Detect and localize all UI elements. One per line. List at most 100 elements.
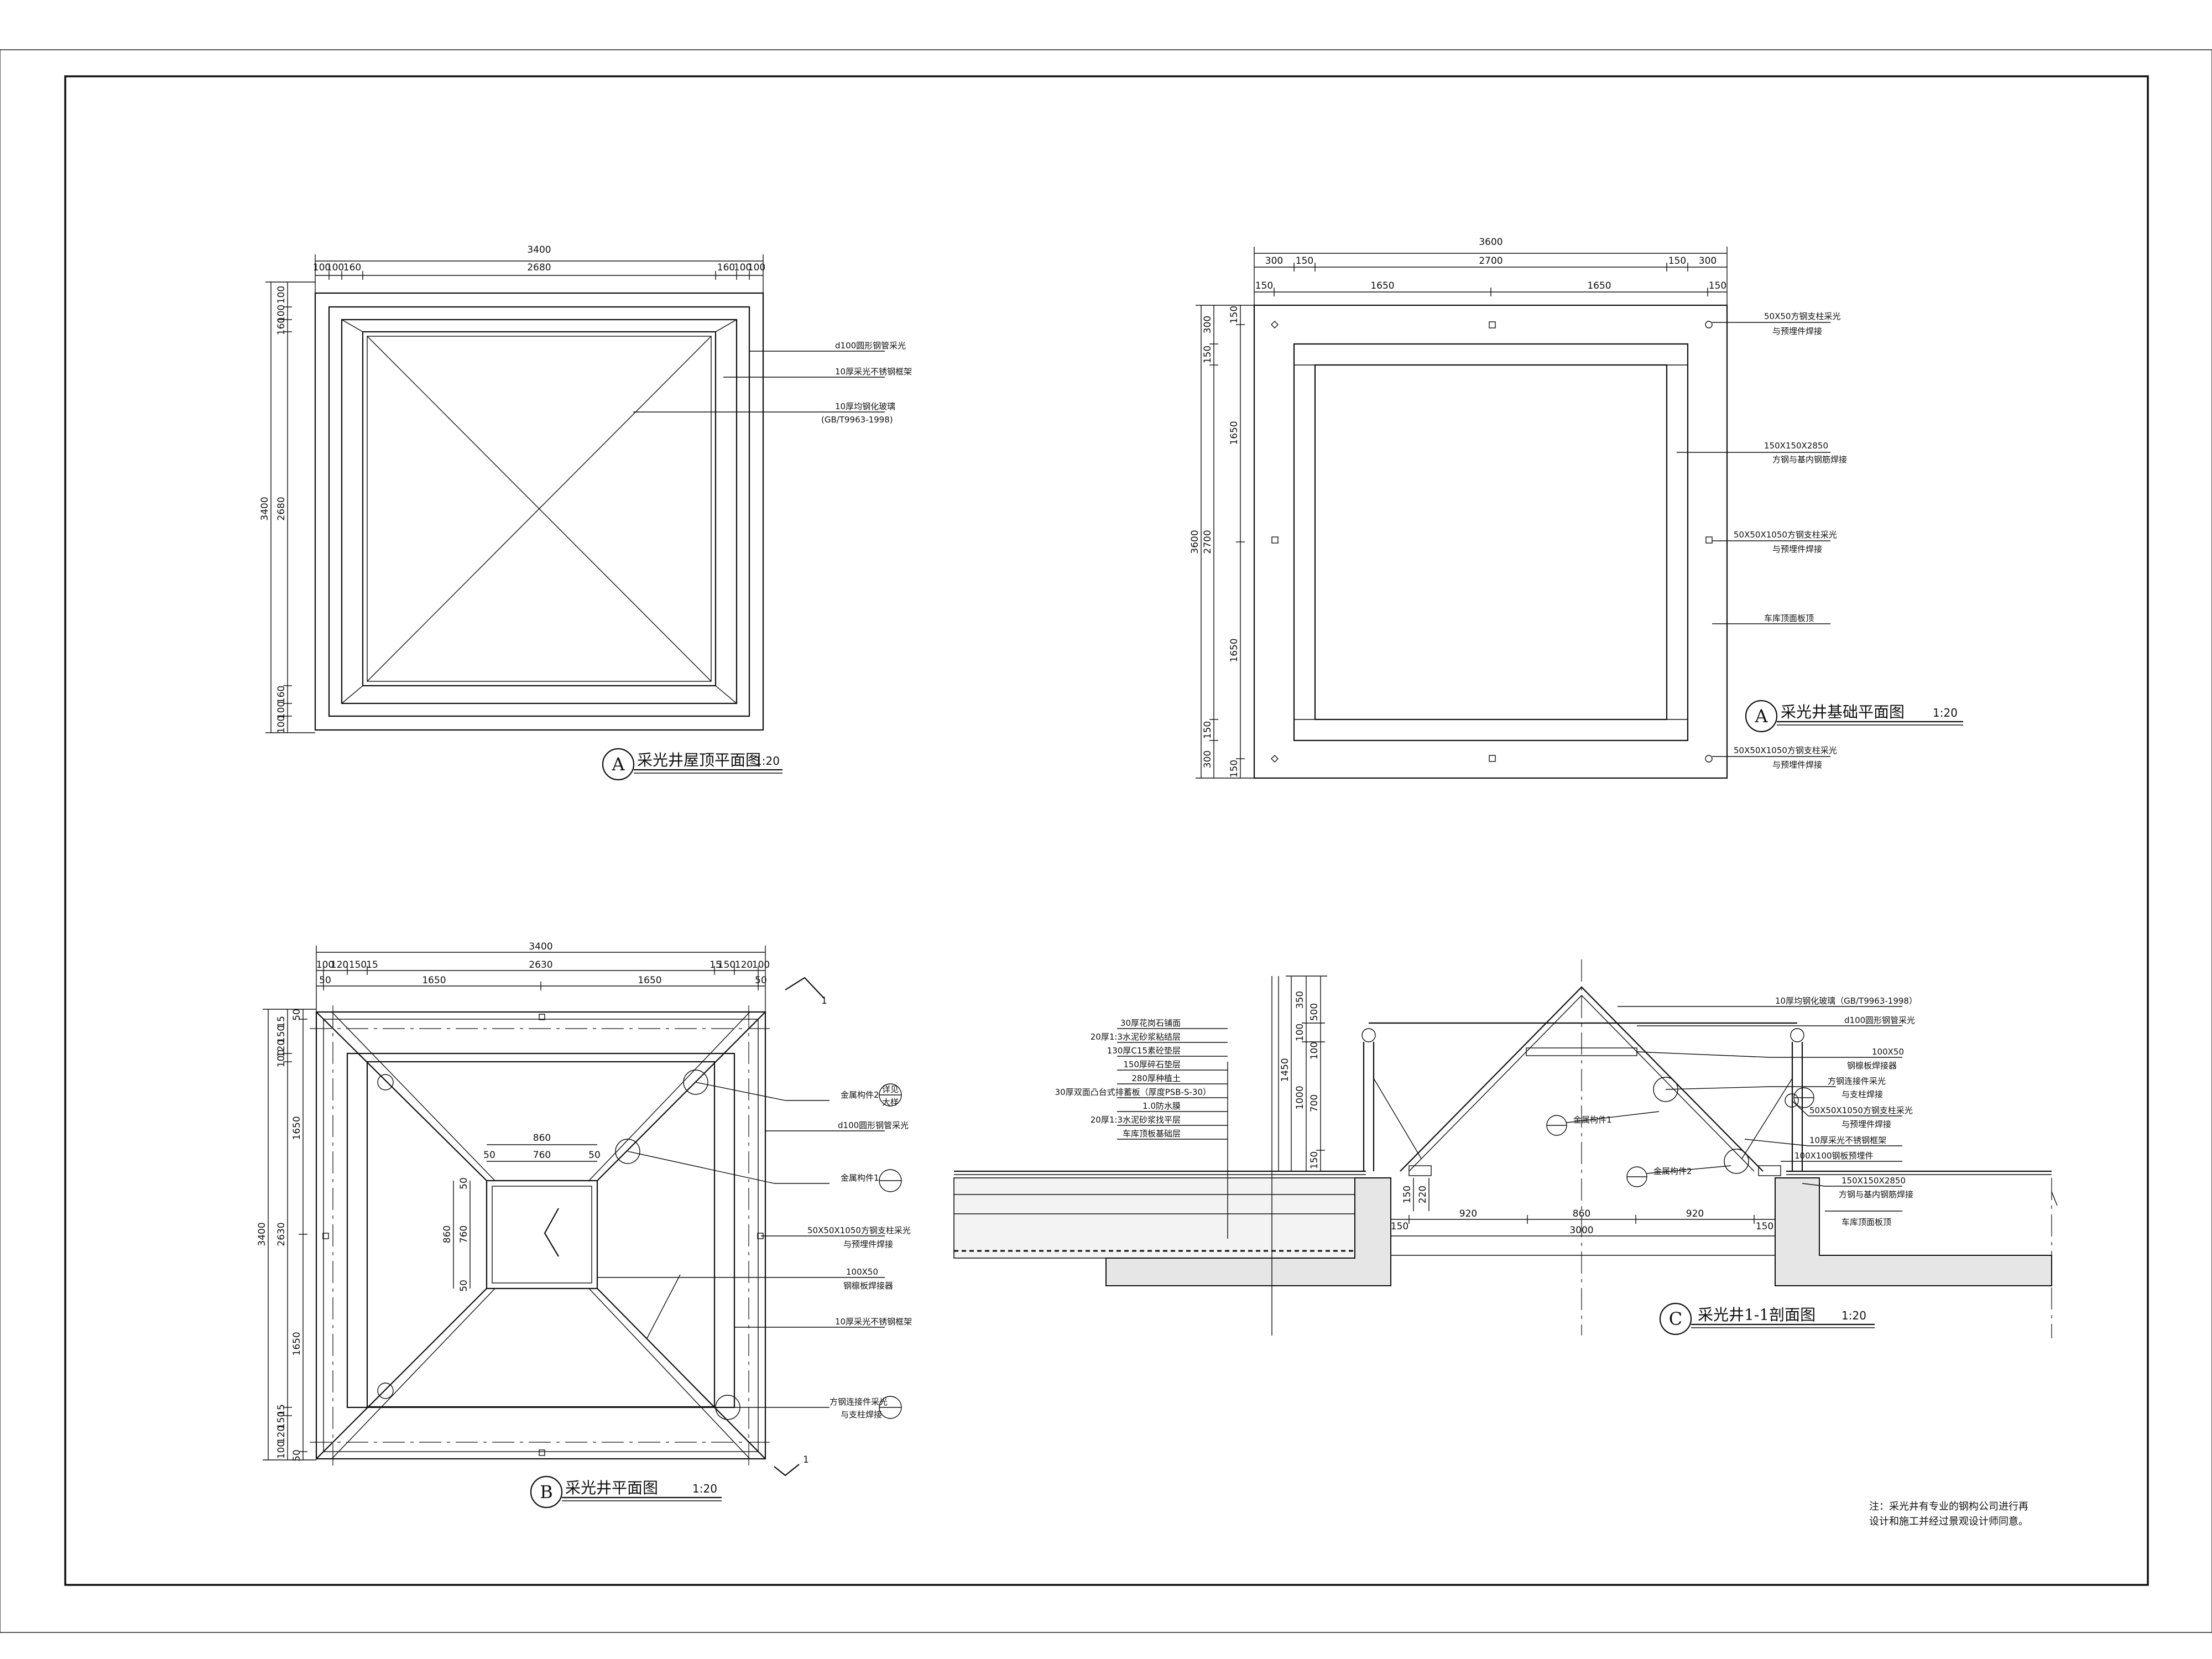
base-plan-text: 3600 300 150 2700 150 300 150 1650 1650 … — [1190, 237, 1958, 778]
planb-tag-detail-1: 详见 — [882, 1084, 899, 1094]
roof-dim-left-5: 160 — [276, 686, 287, 703]
base-note-2: 与预埋件焊接 — [1772, 326, 1822, 336]
sec-hdim-2: 920 — [1459, 1208, 1477, 1219]
sec-layer-1: 30厚花岗石铺面 — [1120, 1018, 1181, 1028]
sec-hdim-4: 920 — [1686, 1208, 1704, 1219]
roof-plan-text: 3400 100 100 160 2680 160 100 100 3400 1… — [259, 244, 912, 775]
footnote: 注：采光井有专业的钢构公司进行再 设计和施工并经过景观设计师同意。 — [1869, 1501, 2028, 1527]
base-dim-left-total: 3600 — [1190, 530, 1201, 554]
base-dim-top-a2: 150 — [1296, 255, 1313, 267]
sec-note-4: 钢檩板焊接器 — [1847, 1061, 1897, 1071]
section-c-drawing — [953, 959, 2058, 1338]
sec-layer-2: 20厚1:3水泥砂浆粘结层 — [1091, 1032, 1181, 1042]
planb-dim-left-a2: 150 — [276, 1025, 287, 1043]
roof-note-1: d100圆形钢管采光 — [835, 341, 906, 351]
planb-dim-left-a6: 15 — [276, 1404, 287, 1416]
planb-inner-dim-1: 860 — [533, 1133, 551, 1144]
roof-dim-top-1: 100 — [313, 262, 331, 273]
sec-vdim-1: 1450 — [1280, 1058, 1291, 1082]
sec-note-10: 100X100钢板预埋件 — [1794, 1151, 1874, 1161]
base-dim-left-a2: 150 — [1202, 346, 1213, 363]
planb-dim-left-b1: 50 — [291, 1009, 302, 1021]
sec-part-2: 金属构件2 — [1653, 1166, 1692, 1176]
planb-note-7: 钢檩板焊接器 — [843, 1281, 893, 1291]
planb-dim-left-b4: 50 — [291, 1449, 302, 1462]
roof-title: 采光井屋顶平面图 — [637, 751, 761, 769]
planb-inner-dim-7: 50 — [458, 1177, 469, 1190]
base-note-1: 50X50方钢支柱采光 — [1764, 311, 1840, 321]
planb-dim-top-b4: 50 — [755, 975, 767, 986]
base-dim-top-a4: 150 — [1668, 255, 1686, 267]
sec-note-7: 50X50X1050方钢支柱采光 — [1809, 1105, 1913, 1115]
planb-title: 采光井平面图 — [565, 1479, 658, 1497]
planb-note-1: 金属构件2 — [841, 1090, 879, 1100]
base-bubble: A — [1754, 706, 1768, 727]
base-dim-top-a3: 2700 — [1479, 255, 1503, 267]
roof-dim-top-7: 100 — [748, 262, 765, 273]
outer-frame — [0, 49, 2212, 1633]
footnote-line-2: 设计和施工并经过景观设计师同意。 — [1869, 1516, 2028, 1527]
planb-dim-top-b3: 1650 — [638, 975, 661, 986]
base-dim-left-a5: 300 — [1202, 750, 1213, 768]
planb-inner-dim-3: 50 — [483, 1150, 495, 1161]
planb-tag-detail-2: 大样 — [882, 1097, 899, 1107]
planb-section-mark-top: 1 — [821, 995, 827, 1006]
planb-note-6: 100X50 — [846, 1267, 878, 1277]
base-dim-top-b1: 150 — [1255, 280, 1273, 291]
roof-dim-top-5: 160 — [717, 262, 735, 273]
roof-dim-top-6: 100 — [734, 262, 752, 273]
planb-dim-left-total: 3400 — [257, 1222, 268, 1246]
sec-note-1: 10厚均钢化玻璃（GB/T9963-1998） — [1775, 996, 1917, 1006]
planb-dim-top-a1: 100 — [316, 959, 334, 971]
section-c-text: 30厚花岗石铺面 20厚1:3水泥砂浆粘结层 130厚C15素砼垫层 150厚碎… — [1055, 991, 1917, 1329]
base-scale: 1:20 — [1933, 706, 1958, 719]
planb-scale: 1:20 — [692, 1482, 717, 1495]
base-dim-left-a4: 150 — [1202, 721, 1213, 739]
planb-dim-left-a5: 2630 — [276, 1222, 287, 1246]
planb-inner-dim-4: 50 — [588, 1150, 601, 1161]
roof-plan-drawing — [265, 254, 885, 781]
plan-b-text: 3400 100 120 150 15 2630 15 150 120 100 … — [257, 941, 912, 1503]
roof-note-3: 10厚均钢化玻璃 — [835, 401, 895, 411]
sec-layer-8: 20厚1:3水泥砂浆找平层 — [1091, 1115, 1181, 1125]
sec-vdim-2: 1000 — [1295, 1086, 1306, 1109]
base-dim-top-b4: 150 — [1709, 280, 1726, 291]
roof-note-4: (GB/T9963-1998) — [821, 415, 893, 425]
planb-note-10: 与支柱焊接 — [841, 1410, 882, 1420]
roof-dim-top-3: 160 — [343, 262, 361, 273]
planb-dim-left-a7: 150 — [276, 1411, 287, 1429]
sec-note-5: 方钢连接件采光 — [1828, 1076, 1886, 1086]
planb-dim-top-b1: 50 — [319, 975, 331, 986]
roof-dim-top-4: 2680 — [527, 262, 551, 273]
sec-vdim-10: 220 — [1417, 1186, 1428, 1203]
planb-note-4: 50X50X1050方钢支柱采光 — [807, 1225, 911, 1235]
planb-bubble: B — [540, 1481, 553, 1503]
base-title: 采光井基础平面图 — [1781, 703, 1905, 721]
planb-dim-top-a9: 100 — [752, 959, 770, 971]
planb-inner-dim-5: 860 — [442, 1225, 453, 1243]
sec-part-1: 金属构件1 — [1573, 1115, 1612, 1125]
sec-note-9: 10厚采光不锈钢框架 — [1809, 1135, 1886, 1145]
planb-dim-left-a8: 120 — [276, 1426, 287, 1443]
base-plan-drawing — [1196, 247, 1963, 779]
roof-dim-left-1: 100 — [276, 286, 287, 304]
roof-dim-left-3: 160 — [276, 317, 287, 335]
planb-dim-top-a5: 2630 — [529, 959, 552, 971]
sec-hdim-5: 150 — [1756, 1221, 1773, 1232]
base-dim-left-b4: 150 — [1229, 760, 1240, 778]
sec-vdim-4: 350 — [1295, 991, 1306, 1009]
sec-note-6: 与支柱焊接 — [1841, 1089, 1883, 1099]
roof-dim-top-2: 100 — [326, 262, 344, 273]
sec-note-13: 车库顶面板顶 — [1841, 1217, 1891, 1227]
base-dim-left-b3: 1650 — [1229, 638, 1240, 662]
roof-note-2: 10厚采光不锈钢框架 — [835, 367, 912, 377]
base-note-7: 车库顶面板顶 — [1764, 613, 1814, 623]
planb-dim-left-b3: 1650 — [291, 1332, 302, 1355]
sec-layer-5: 280厚种植土 — [1131, 1073, 1181, 1083]
base-note-4: 方钢与基内钢筋焊接 — [1772, 455, 1847, 465]
roof-dim-top-total: 3400 — [527, 244, 551, 255]
planb-dim-left-a1: 15 — [276, 1016, 287, 1028]
planb-dim-left-a9: 100 — [276, 1441, 287, 1459]
sec-note-2: d100圆形钢管采光 — [1844, 1015, 1915, 1025]
sec-note-12: 方钢与基内钢筋焊接 — [1839, 1190, 1913, 1199]
